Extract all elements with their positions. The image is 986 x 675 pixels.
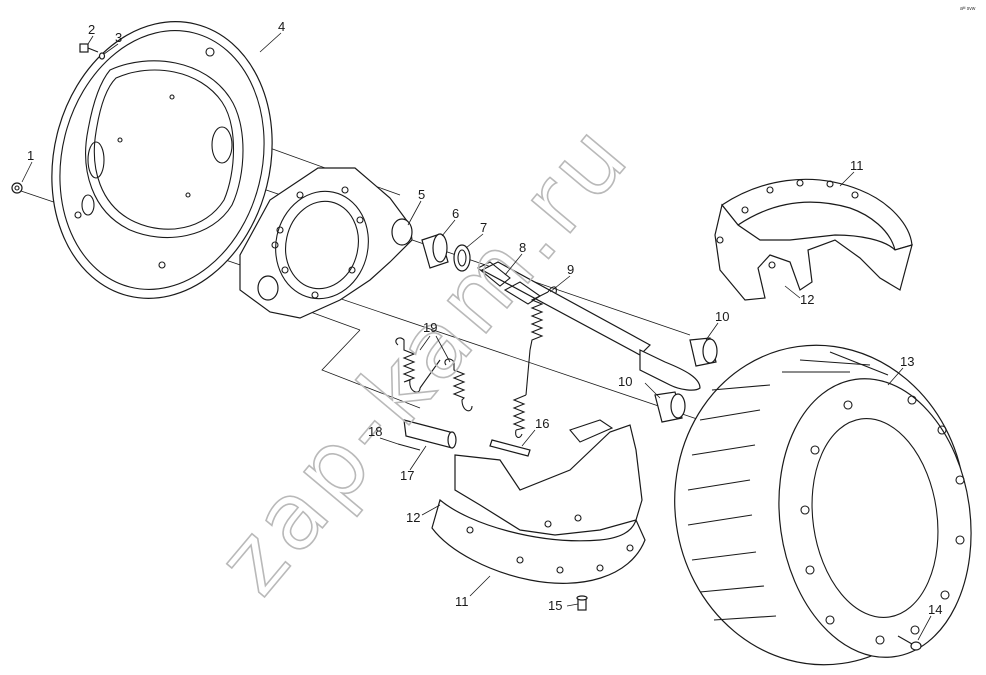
- roller-10-lower: [654, 391, 686, 423]
- callout-17: 17: [400, 468, 414, 483]
- callout-6: 6: [452, 206, 459, 221]
- callout-11-lower: 11: [455, 594, 469, 609]
- nut-1: [11, 182, 23, 194]
- brake-shoe-upper: [714, 178, 913, 301]
- callout-leaders: [21, 32, 932, 641]
- dust-shield-plate: [51, 21, 273, 299]
- callout-2: 2: [88, 22, 95, 37]
- brake-shoe-lower: [431, 419, 646, 584]
- callout-4: 4: [278, 19, 285, 34]
- callout-9: 9: [567, 262, 574, 277]
- pin-17: [403, 419, 457, 449]
- brake-spider-5: [239, 167, 413, 319]
- bushing-6: [421, 233, 449, 269]
- callout-14: 14: [928, 602, 942, 617]
- bolt-2: [79, 43, 99, 53]
- callout-12-lower: 12: [406, 510, 420, 525]
- drum-cooling-fins: [687, 351, 889, 621]
- brake-drum-13: [674, 344, 972, 666]
- callout-16: 16: [535, 416, 549, 431]
- callout-19: 19: [423, 320, 437, 335]
- callout-3: 3: [115, 30, 122, 45]
- callout-10-lower: 10: [618, 374, 632, 389]
- callout-11-upper: 11: [850, 158, 864, 173]
- callout-10-upper: 10: [715, 309, 729, 324]
- callout-labels: 1 2 3 4 5 6 7 8 9 10 10 11 11 12 12 13 1…: [27, 19, 942, 617]
- callout-18: 18: [368, 424, 382, 439]
- rivet-15: [576, 595, 588, 611]
- callout-15: 15: [548, 598, 562, 613]
- clip-18: [397, 443, 421, 451]
- callout-12-upper: 12: [800, 292, 814, 307]
- springs-19: [395, 337, 473, 412]
- callout-13: 13: [900, 354, 914, 369]
- callout-7: 7: [480, 220, 487, 235]
- bolt-14: [897, 635, 922, 651]
- anchor-pin-16: [489, 439, 531, 457]
- roller-10-upper: [689, 337, 718, 367]
- return-spring-9: [512, 286, 557, 439]
- seal-ring-7: [453, 244, 471, 272]
- callout-5: 5: [418, 187, 425, 202]
- washer-3: [98, 52, 106, 60]
- callout-8: 8: [519, 240, 526, 255]
- callout-1: 1: [27, 148, 34, 163]
- corner-mark: aᴹ svw: [960, 6, 976, 12]
